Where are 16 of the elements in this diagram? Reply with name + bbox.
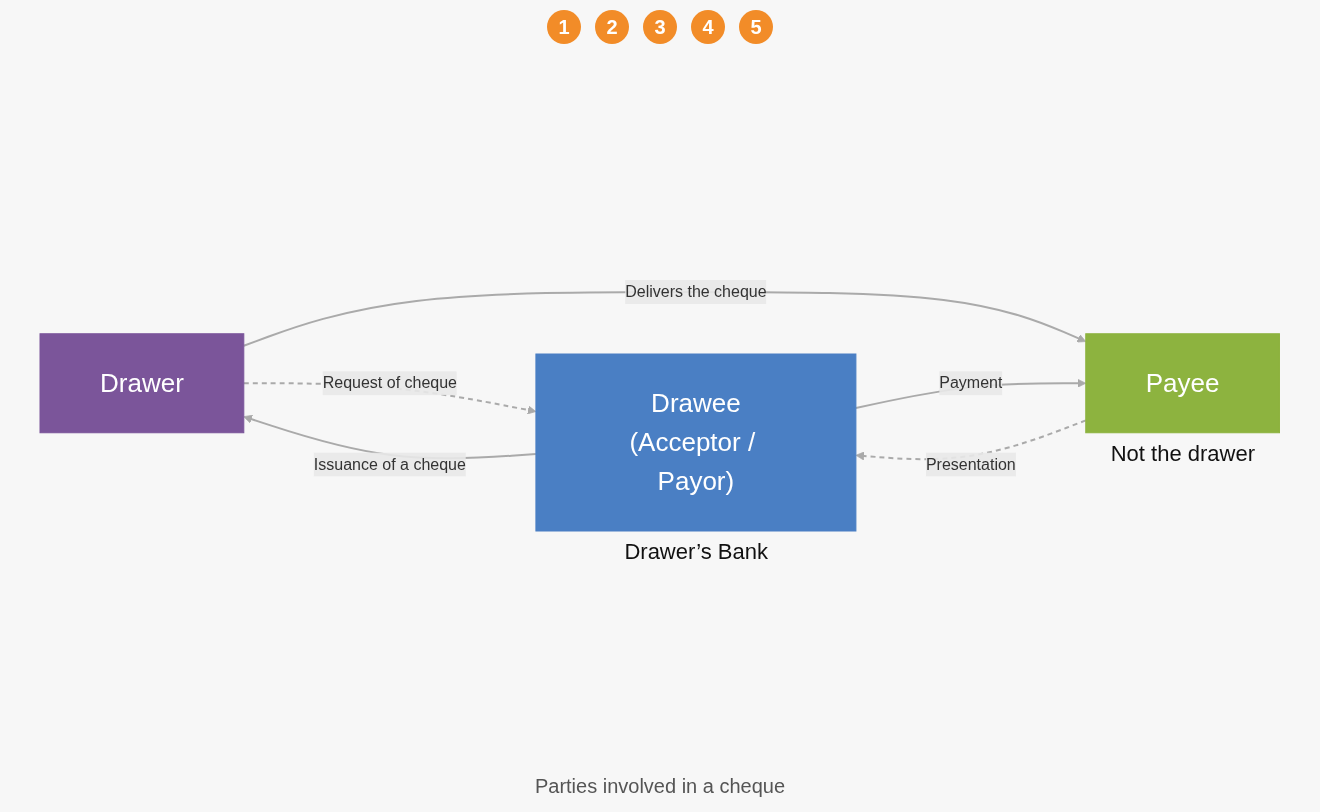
node-box: Drawer [39, 333, 245, 434]
callout-number: 2 [595, 10, 629, 44]
edge-label: Request of cheque [322, 374, 458, 392]
node-box: Drawee (Acceptor / Payor) [535, 353, 857, 532]
edge-label: Presentation [926, 455, 1016, 473]
callout-number: 3 [643, 10, 677, 44]
callout-number: 5 [739, 10, 773, 44]
edge-label: Delivers the cheque [625, 283, 767, 300]
node-box: Payee [1085, 333, 1281, 434]
node-caption: Not the drawer [1110, 440, 1255, 467]
edge-label: Issuance of a cheque [314, 455, 467, 473]
caption: Parties involved in a cheque [534, 775, 786, 798]
node-caption: Drawer’s Bank [624, 539, 768, 565]
callout-number: 4 [691, 10, 725, 44]
callout-number: 1 [547, 10, 581, 44]
edge-label: Payment [939, 374, 1003, 392]
